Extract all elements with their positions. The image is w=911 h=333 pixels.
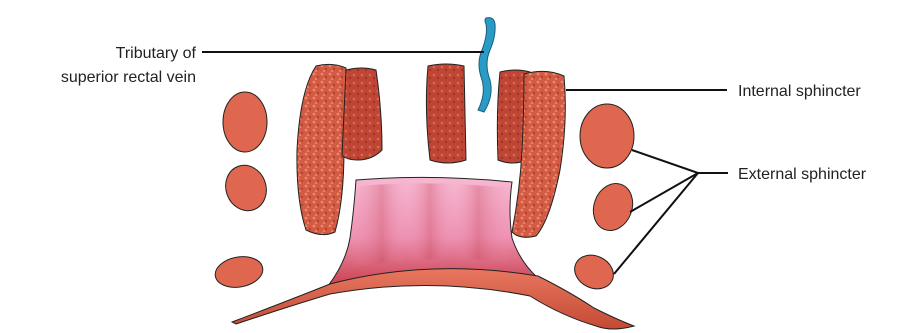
perianal-skin [232, 269, 634, 329]
external-sphincter-left-top [223, 92, 267, 152]
external-sphincter-leader-top [632, 150, 728, 173]
external-sphincter-right-middle [587, 178, 639, 236]
external-sphincter-right-bottom [569, 249, 619, 295]
external-sphincter-left-bottom [213, 253, 265, 291]
anal-mucosa-folds [350, 183, 510, 268]
tributary-vein [478, 18, 495, 112]
internal-sphincter-left-outer [297, 64, 346, 234]
label-internal-sphincter: Internal sphincter [738, 83, 861, 100]
external-sphincter-leader-middle [630, 173, 698, 212]
label-external-sphincter: External sphincter [738, 166, 867, 183]
label-tributary-line2: superior rectal vein [61, 69, 196, 86]
internal-sphincter-left-inner [342, 68, 382, 160]
internal-sphincter-center-block [426, 64, 466, 163]
external-sphincter-right-top [580, 104, 634, 168]
external-sphincter-left-middle [219, 160, 272, 217]
label-tributary-line1: Tributary of [116, 45, 197, 62]
